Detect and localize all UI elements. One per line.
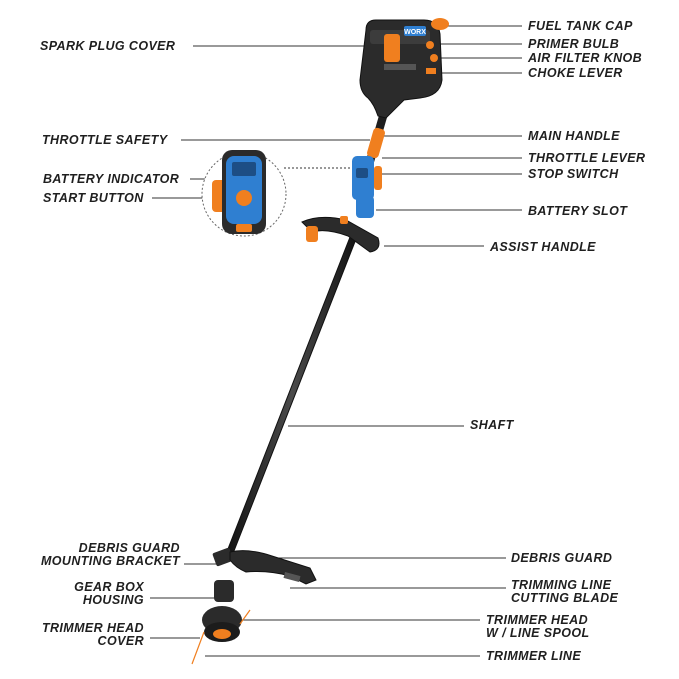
air-filter-knob-part — [430, 54, 438, 62]
label-primer-bulb: PRIMER BULB — [528, 37, 620, 51]
leader-lines — [150, 25, 522, 657]
throttle-safety-part — [367, 127, 385, 159]
logo-text: WORX — [404, 29, 426, 36]
label-debris-bracket-line1: DEBRIS GUARD — [78, 541, 180, 555]
trimmer-head-cover-part — [213, 629, 231, 639]
label-cutting-blade-line2: CUTTING BLADE — [511, 591, 619, 605]
label-battery-slot: BATTERY SLOT — [528, 204, 628, 218]
label-trimmer-line: TRIMMER LINE — [486, 649, 582, 663]
label-trimming-line-cutting-blade: TRIMMING LINE CUTTING BLADE — [511, 579, 618, 605]
trimmer-line-part — [191, 631, 205, 665]
label-battery-indicator: BATTERY INDICATOR — [43, 172, 180, 186]
start-button-part — [236, 190, 252, 206]
label-air-filter-knob: AIR FILTER KNOB — [528, 51, 643, 65]
label-debris-bracket-line2: MOUNTING BRACKET — [40, 554, 180, 568]
label-throttle-lever: THROTTLE LEVER — [528, 151, 646, 165]
primer-bulb-part — [426, 41, 434, 49]
label-stop-switch: STOP SWITCH — [528, 167, 619, 181]
label-debris-guard: DEBRIS GUARD — [511, 551, 613, 565]
label-throttle-safety: THROTTLE SAFETY — [42, 133, 168, 147]
battery-indicator-part — [232, 162, 256, 176]
assist-handle — [301, 216, 380, 253]
cutting-blade-part — [283, 572, 301, 582]
label-main-handle: MAIN HANDLE — [528, 129, 620, 143]
battery-slot-part — [356, 196, 374, 218]
engine: WORX — [359, 18, 449, 119]
label-trimmer-head-cover: TRIMMER HEAD COVER — [20, 622, 144, 648]
label-cutting-blade-line1: TRIMMING LINE — [511, 578, 612, 592]
throttle-lever-part — [374, 166, 382, 190]
choke-lever-part — [426, 68, 436, 74]
logo-plate — [404, 26, 426, 36]
debris-guard-part — [229, 550, 317, 585]
label-start-button: START BUTTON — [43, 191, 144, 205]
main-handle — [352, 127, 385, 218]
label-trimmer-head-cover-line1: TRIMMER HEAD — [41, 621, 144, 635]
cutting-head — [191, 547, 317, 665]
label-spark-plug-cover: SPARK PLUG COVER — [40, 39, 176, 53]
spark-plug-cover-part — [384, 34, 400, 62]
label-trimmer-head-line1: TRIMMER HEAD — [486, 613, 589, 627]
debris-bracket-part — [212, 547, 234, 567]
label-gear-box-line1: GEAR BOX — [74, 580, 144, 594]
label-assist-handle: ASSIST HANDLE — [490, 240, 596, 254]
battery-callout — [201, 150, 287, 237]
label-trimmer-head-line2: W / LINE SPOOL — [486, 626, 590, 640]
label-trimmer-head-cover-line2: COVER — [97, 634, 144, 648]
label-fuel-tank-cap: FUEL TANK CAP — [528, 19, 633, 33]
fuel-cap-part — [431, 18, 449, 30]
label-debris-guard-mounting-bracket: DEBRIS GUARD MOUNTING BRACKET — [20, 542, 180, 568]
label-gear-box-line2: HOUSING — [82, 593, 144, 607]
gear-box-part — [214, 580, 234, 602]
label-gear-box-housing: GEAR BOX HOUSING — [20, 581, 144, 607]
label-choke-lever: CHOKE LEVER — [528, 66, 623, 80]
label-shaft: SHAFT — [470, 418, 514, 432]
label-trimmer-head-spool: TRIMMER HEAD W / LINE SPOOL — [486, 614, 590, 640]
